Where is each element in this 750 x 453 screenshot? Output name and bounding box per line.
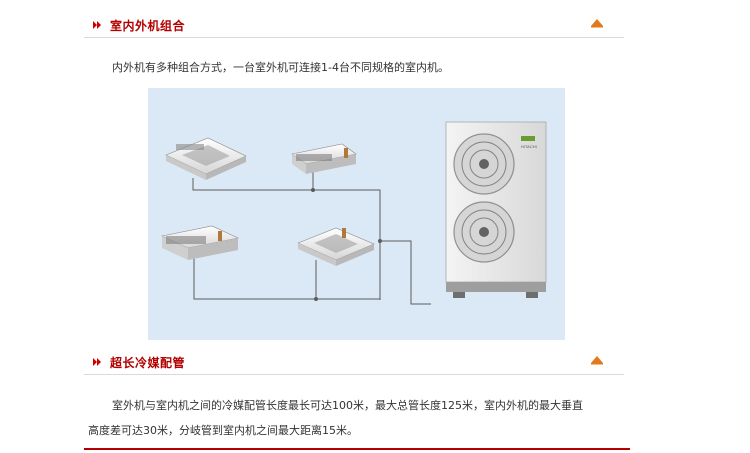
indoor-unit-cassette-1 bbox=[165, 137, 247, 180]
section-header-combination: 室内外机组合 bbox=[84, 13, 624, 38]
section-header-long-piping: 超长冷媒配管 bbox=[84, 350, 624, 375]
indoor-unit-duct-2 bbox=[161, 225, 239, 260]
section-title: 超长冷媒配管 bbox=[110, 356, 186, 370]
section-body-line-2: 高度差可达30米，分岐管到室内机之间最大距离15米。 bbox=[88, 424, 358, 437]
refrigerant-pipes bbox=[192, 170, 431, 305]
outdoor-brand-logo: HITACHI bbox=[521, 144, 537, 149]
section-title: 室内外机组合 bbox=[110, 19, 186, 33]
indoor-unit-cassette-2 bbox=[297, 227, 375, 266]
arrow-up-icon[interactable] bbox=[590, 18, 604, 28]
bottom-divider bbox=[84, 448, 630, 450]
arrow-up-icon[interactable] bbox=[590, 355, 604, 365]
indoor-unit-duct-1 bbox=[291, 143, 357, 174]
system-diagram-image: HITACHI bbox=[148, 88, 565, 340]
bullet-icon bbox=[93, 358, 101, 366]
bullet-icon bbox=[93, 21, 101, 29]
section-body-line-1: 室外机与室内机之间的冷媒配管长度最长可达100米，最大总管长度125米，室内外机… bbox=[112, 399, 583, 412]
outdoor-unit: HITACHI bbox=[445, 121, 547, 298]
diagram-graphic: HITACHI bbox=[161, 121, 547, 305]
section-body: 内外机有多种组合方式，一台室外机可连接1-4台不同规格的室内机。 bbox=[112, 61, 449, 74]
